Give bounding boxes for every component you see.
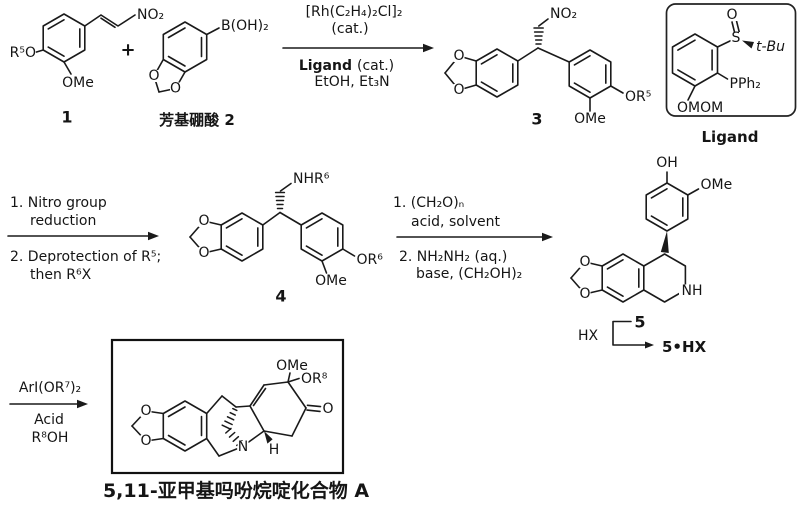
arrow1-ligand-bold: Ligand: [299, 58, 352, 74]
compound-3-structure: [444, 18, 624, 112]
compound-1-no2-label: NO₂: [137, 7, 164, 23]
compound-5-structure: [570, 171, 705, 303]
compound-a-caption: 5,11-亚甲基吗吩烷啶化合物 A: [103, 479, 369, 502]
compound-a-ome-label: OMe: [276, 358, 308, 374]
compound-1-r5o-label: R⁵O: [10, 45, 36, 61]
compound-3-no2-label: NO₂: [550, 6, 577, 22]
compound-5-nh-label: NH: [682, 283, 703, 299]
ligand-sulfoxide-o: O: [726, 7, 737, 23]
compound-2-structure: [148, 21, 220, 95]
compound-4-o-bottom: O: [198, 245, 209, 261]
compound-a-structure: [131, 372, 334, 457]
compound-a-hydrogen: H: [269, 442, 280, 458]
arrow1-solvent: EtOH, Et₃N: [314, 74, 389, 90]
compound-5-oh-label: OH: [656, 155, 678, 171]
compound-4-structure: [189, 182, 356, 274]
arrow3-step1: 1. (CH₂O)ₙ: [393, 195, 464, 211]
ligand-box: [665, 3, 797, 117]
compound-5-o-top: O: [579, 254, 590, 270]
compound-5-ome-label: OMe: [701, 177, 733, 193]
compound-3-or5-label: OR⁵: [625, 89, 651, 105]
ligand-pph2-label: PPh₂: [730, 76, 761, 92]
compound-5-o-bottom: O: [579, 286, 590, 302]
salt-hx-label: HX: [578, 328, 599, 344]
ligand-tbu-label: t-Bu: [756, 39, 785, 55]
compound-2-o-bottom: O: [170, 81, 181, 97]
plus-sign: +: [120, 40, 135, 61]
ligand-omom-label: OMOM: [677, 100, 723, 116]
arrow3-step1b: acid, solvent: [411, 214, 500, 230]
compound-4-nhr6-label: NHR⁶: [293, 171, 330, 187]
compound-1-structure: [35, 13, 136, 75]
arrow1-catalyst: [Rh(C₂H₄)₂Cl]₂: [306, 4, 403, 20]
arrow2-step1b: reduction: [30, 213, 96, 229]
compound-a-or8-label: OR⁸: [301, 371, 328, 387]
salt-formation-bracket: [612, 320, 654, 349]
arrow2-step2: 2. Deprotection of R⁵;: [10, 249, 161, 265]
compound-a-o-bottom: O: [140, 433, 151, 449]
compound-a-o-top: O: [140, 403, 151, 419]
reaction-arrow-3: [396, 232, 553, 242]
arrow4-alcohol: R⁸OH: [32, 430, 69, 446]
compound-2-caption: 芳基硼酸 2: [159, 111, 235, 129]
arrow2-step1: 1. Nitro group: [10, 195, 107, 211]
compound-4-or6-label: OR⁶: [357, 252, 384, 268]
compound-3-ome-label: OMe: [574, 111, 606, 127]
ligand-structure: [671, 9, 754, 101]
compound-4-ome-label: OMe: [315, 273, 347, 289]
reaction-arrow-4: [9, 399, 88, 409]
arrow3-step2: 2. NH₂NH₂ (aq.): [399, 249, 507, 265]
compound-4-o-top: O: [198, 213, 209, 229]
arrow1-ligand-cat: (cat.): [357, 58, 394, 74]
compound-2-o-top: O: [148, 68, 159, 84]
arrow3-step2b: base, (CH₂OH)₂: [416, 266, 522, 282]
compound-3-o-top: O: [453, 48, 464, 64]
reaction-arrow-1: [282, 43, 434, 53]
compound-5-number: 5: [634, 313, 645, 332]
compound-3-o-bottom: O: [453, 82, 464, 98]
salt-product-label: 5•HX: [662, 338, 707, 356]
compound-1-ome-label: OMe: [62, 75, 94, 91]
arrow4-reagent: ArI(OR⁷)₂: [19, 380, 81, 396]
reaction-arrow-2: [7, 231, 159, 241]
compound-a-nitrogen: N: [238, 439, 248, 455]
arrow2-step2b: then R⁶X: [30, 267, 92, 283]
ligand-caption: Ligand: [702, 128, 759, 146]
product-box: [110, 338, 345, 475]
ligand-sulfur: S: [732, 30, 741, 46]
compound-4-number: 4: [275, 287, 286, 306]
arrow4-acid: Acid: [34, 412, 64, 428]
arrow1-cat-note: (cat.): [331, 21, 368, 37]
compound-1-number: 1: [61, 108, 72, 127]
compound-3-number: 3: [531, 110, 542, 129]
compound-a-ketone-o: O: [322, 401, 333, 417]
compound-2-boronic-label: B(OH)₂: [221, 18, 269, 34]
